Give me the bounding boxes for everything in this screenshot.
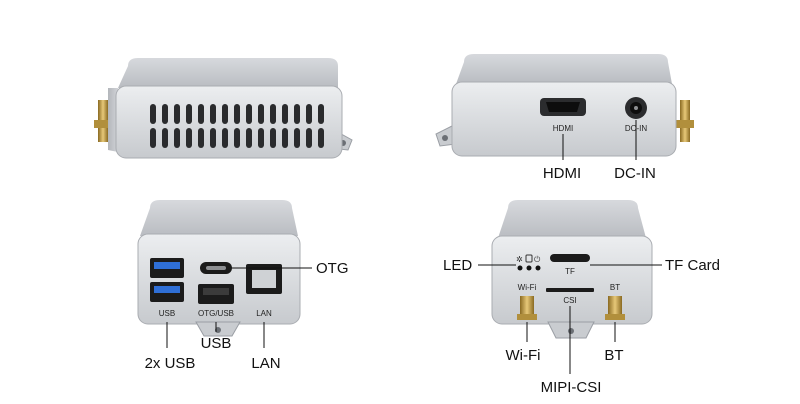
tf-card-callout: TF Card [665,257,720,274]
sma-antenna-connector-icon [676,100,694,142]
view-top-right: HDMI DC-IN HDMI DC-IN [435,54,694,182]
usb-c-port [200,262,232,274]
wifi-callout: Wi-Fi [506,347,541,364]
lan-port [246,264,282,294]
bt-callout: BT [604,347,623,364]
hdmi-port-label: HDMI [553,124,573,133]
lan-callout: LAN [251,355,280,372]
view-bottom-left: USB OTG/USB LAN OTG 2x USB USB LAN [137,200,349,372]
wifi-port-label: Wi-Fi [518,283,537,292]
otg-usb-port-label: OTG/USB [198,309,234,318]
usb-pair-callout: 2x USB [145,355,196,372]
svg-text:✲: ✲ [516,255,523,264]
dc-in-port [625,97,647,119]
tf-slot-label: TF [565,267,575,276]
sma-antenna-connector-icon [94,100,112,142]
view-top-left [94,58,353,159]
otg-usb-port [198,284,234,304]
hdmi-callout: HDMI [543,165,581,182]
svg-text:⏻: ⏻ [534,255,541,264]
csi-slot-label: CSI [563,296,576,305]
usb-port-label: USB [159,309,175,318]
vent-slots [150,104,324,148]
csi-slot [546,288,594,292]
usb-port-pair [150,258,184,302]
otg-callout: OTG [316,260,349,277]
sma-antenna-connector-icon [605,296,625,320]
mipi-csi-callout: MIPI-CSI [541,379,602,396]
usb-callout: USB [201,335,232,352]
bt-port-label: BT [610,283,620,292]
hdmi-port [540,98,586,116]
tf-card-slot [550,254,590,262]
led-indicator-icons: ✲ ⏻ [516,254,541,271]
led-callout: LED [443,257,472,274]
view-bottom-right: ✲ ⏻ TF CSI Wi-Fi BT [443,200,720,396]
lan-port-label: LAN [256,309,272,318]
dc-in-callout: DC-IN [614,165,656,182]
sma-antenna-connector-icon [517,296,537,320]
